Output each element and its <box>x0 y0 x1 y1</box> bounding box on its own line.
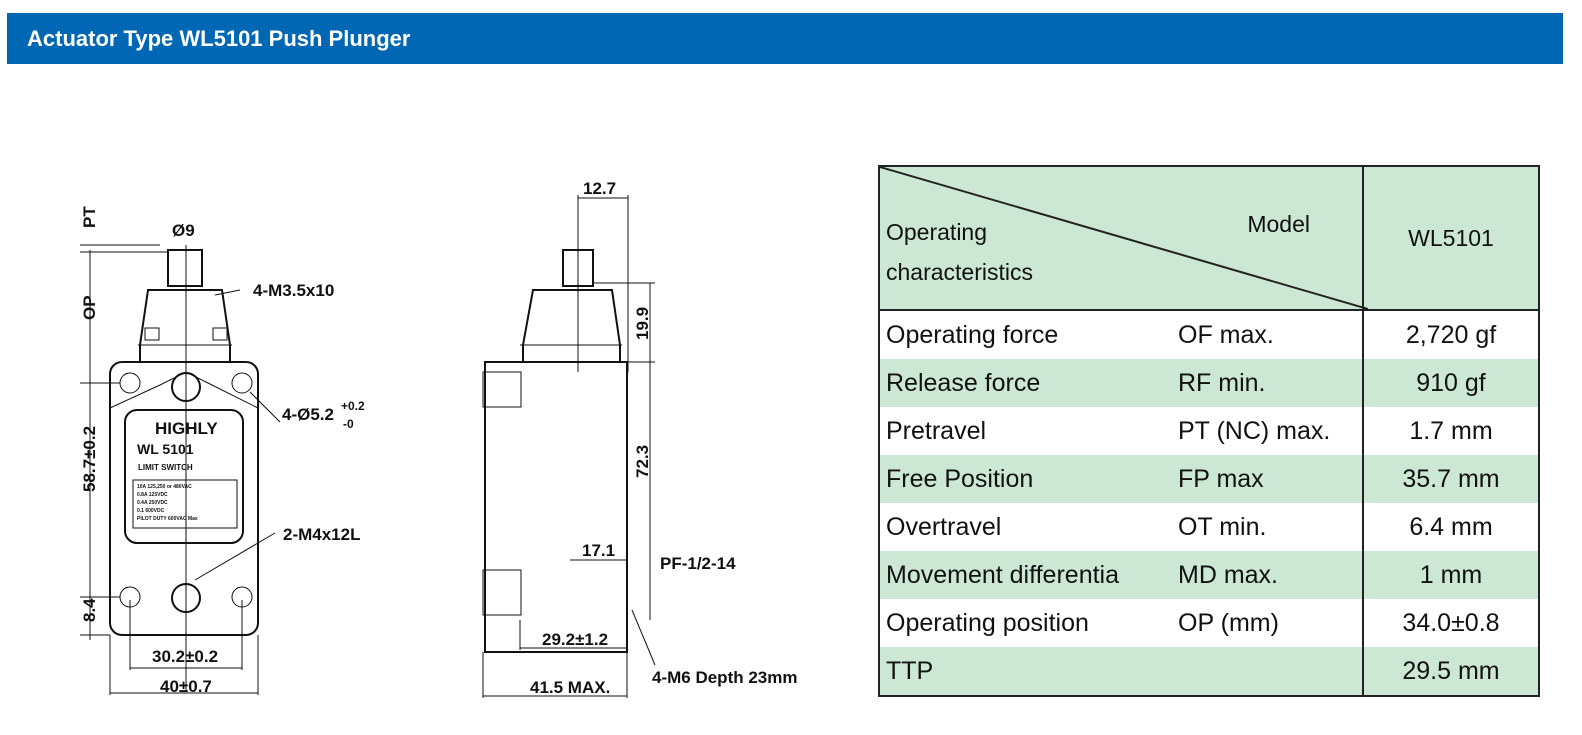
row-value: 2,720 gf <box>1362 310 1539 359</box>
max-depth-label: 41.5 MAX. <box>530 678 610 697</box>
row-value: 910 gf <box>1362 359 1539 407</box>
pitch-label: 30.2±0.2 <box>152 647 218 666</box>
top-width-label: 12.7 <box>583 179 616 198</box>
hole-tol-minus: -0 <box>343 417 354 431</box>
row-name: Operating position <box>886 608 1089 637</box>
row-name: Pretravel <box>886 416 987 445</box>
screw-bottom-label: 2-M4x12L <box>283 525 360 544</box>
row-name: Overtravel <box>886 512 1002 541</box>
row-name: Movement differentia <box>879 551 1172 599</box>
title-banner: Actuator Type WL5101 Push Plunger <box>7 13 1563 64</box>
dimension-drawing: PT OP Ø9 4-M3.5x10 4-Ø5.2 +0.2 -0 58.7±0… <box>80 179 797 698</box>
table-row: Overtravel OT min. 6.4 mm <box>879 503 1539 551</box>
table-row: Operating force OF max. 2,720 gf <box>879 310 1539 359</box>
table-header-row: Operating characteristics Model WL5101 <box>879 166 1539 311</box>
diameter-label: Ø9 <box>172 221 195 240</box>
pt-label: PT <box>80 206 99 228</box>
row-code: OF max. <box>1178 320 1274 349</box>
page-title: Actuator Type WL5101 Push Plunger <box>27 26 411 51</box>
header-diagonal-cell: Operating characteristics Model <box>879 166 1368 311</box>
row-value: 34.0±0.8 <box>1362 599 1539 647</box>
row-value: 35.7 mm <box>1362 455 1539 503</box>
model-name: WL5101 <box>1362 166 1539 311</box>
label-rating: 10A 125,250 or 480VAC <box>137 484 192 490</box>
label-brand: HIGHLY <box>155 419 218 438</box>
row-value: 29.5 mm <box>1362 647 1539 696</box>
head-height-label: 19.9 <box>633 307 652 340</box>
table-row: Operating position OP (mm) 34.0±0.8 <box>879 599 1539 647</box>
header-characteristics: Operating characteristics <box>886 212 1033 292</box>
operating-characteristics-table: Operating characteristics Model WL5101 O… <box>878 165 1540 697</box>
table-row: TTP 29.5 mm <box>879 647 1539 696</box>
table-row: Pretravel PT (NC) max. 1.7 mm <box>879 407 1539 455</box>
label-rating: 0.1 600VDC <box>137 508 165 514</box>
screw-top-label: 4-M3.5x10 <box>253 281 334 300</box>
row-code: FP max <box>1172 455 1363 503</box>
row-code <box>1172 647 1363 696</box>
row-name: Operating force <box>886 320 1059 349</box>
row-name: Release force <box>879 359 1172 407</box>
op-label: OP <box>80 295 99 320</box>
label-model: WL 5101 <box>137 441 194 457</box>
row-code: OT min. <box>1178 512 1267 541</box>
row-code: MD max. <box>1172 551 1363 599</box>
height-label: 58.7±0.2 <box>80 426 99 492</box>
depth-label: 29.2±1.2 <box>542 630 608 649</box>
label-rating: 0.8A 125VDC <box>137 492 168 498</box>
side-view: 12.7 19.9 72.3 17.1 PF-1/2-14 29.2±1.2 4… <box>482 179 797 698</box>
diagonal-line <box>880 167 1368 309</box>
row-value: 6.4 mm <box>1362 503 1539 551</box>
row-name: Free Position <box>879 455 1172 503</box>
label-rating: PILOT DUTY 600VAC Max <box>137 516 198 522</box>
conduit-label: PF-1/2-14 <box>660 554 736 573</box>
row-value: 1 mm <box>1362 551 1539 599</box>
body-height-label: 72.3 <box>633 445 652 478</box>
row-code: OP (mm) <box>1178 608 1279 637</box>
width-label: 40±0.7 <box>160 677 212 696</box>
bottom-label: 8.4 <box>80 598 99 622</box>
row-value: 1.7 mm <box>1362 407 1539 455</box>
row-code: PT (NC) max. <box>1178 416 1331 445</box>
front-view: PT OP Ø9 4-M3.5x10 4-Ø5.2 +0.2 -0 58.7±0… <box>80 206 365 696</box>
mount-label: 4-M6 Depth 23mm <box>652 668 797 687</box>
header-characteristics-line: characteristics <box>886 259 1033 285</box>
row-code: RF min. <box>1172 359 1363 407</box>
label-type: LIMIT SWITCH <box>138 463 193 472</box>
hole-label: 4-Ø5.2 <box>282 405 334 424</box>
header-model: Model <box>1247 211 1310 237</box>
header-characteristics-line: Operating <box>886 219 988 245</box>
label-rating: 0.4A 250VDC <box>137 500 168 506</box>
row-name: TTP <box>879 647 1172 696</box>
conduit-offset-label: 17.1 <box>582 541 615 560</box>
hole-tol-plus: +0.2 <box>341 399 365 413</box>
